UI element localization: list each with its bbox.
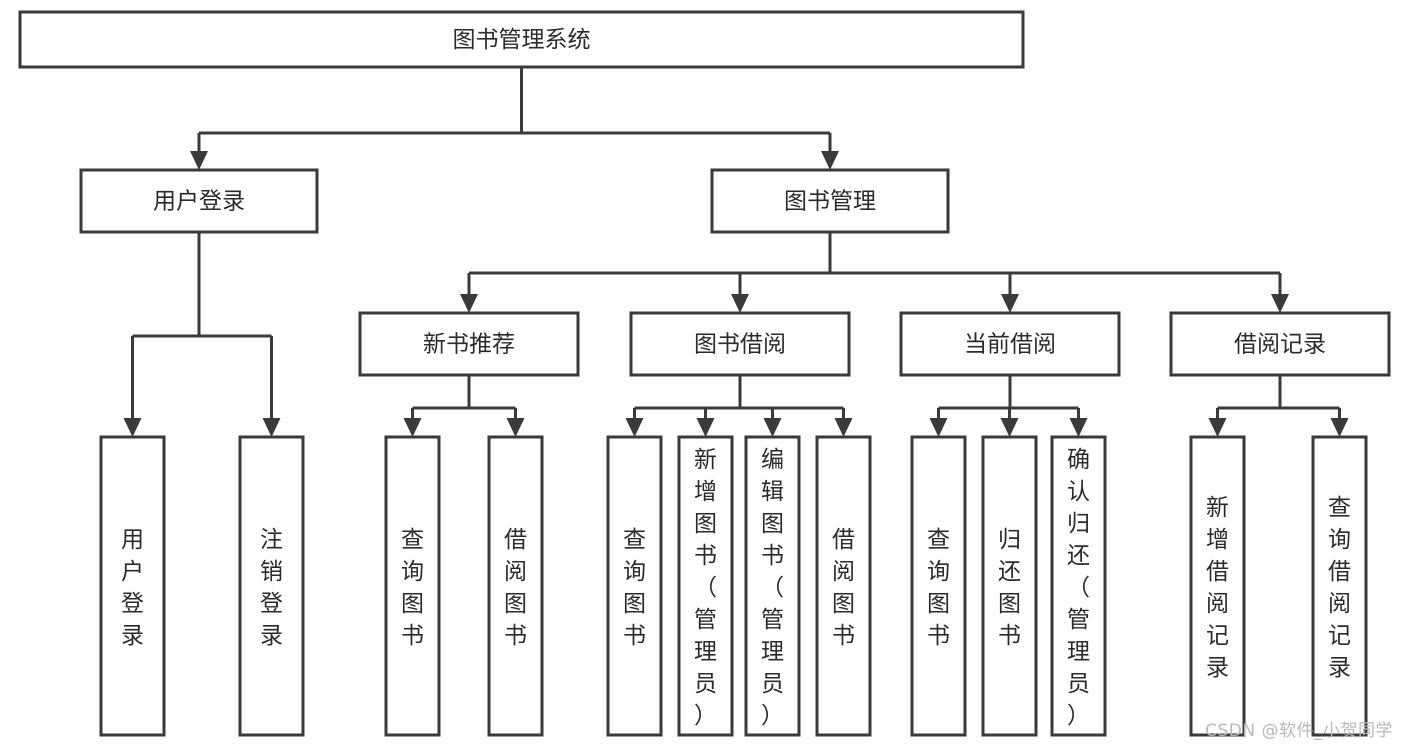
connector-conn-current-children — [929, 375, 1088, 437]
node-box-new-book-recommend — [358, 311, 580, 377]
node-leaf-query-book-2[interactable]: 查询图书 — [606, 435, 663, 737]
node-new-book-recommend[interactable]: 新书推荐 — [358, 311, 580, 377]
node-box-leaf-confirm-return — [1050, 435, 1107, 737]
node-box-leaf-add-borrow-record — [1189, 435, 1246, 737]
arrow-head-icon — [731, 294, 749, 313]
node-leaf-user-logout[interactable]: 注销登录 — [238, 435, 305, 737]
node-label-current-borrow: 当前借阅 — [964, 332, 1056, 358]
arrow-head-icon — [1208, 418, 1227, 437]
connector-conn-root-children — [190, 67, 839, 170]
node-label-leaf-user-logout: 注销登录 — [260, 527, 283, 649]
connector-conn-userlogin-children — [123, 232, 281, 437]
node-label-leaf-query-book-1: 查询图书 — [401, 527, 424, 649]
node-leaf-add-borrow-record[interactable]: 新增借阅记录 — [1189, 435, 1246, 737]
arrow-head-icon — [625, 418, 644, 437]
watermark-text: CSDN @软件_小贺同学 — [1205, 721, 1393, 741]
arrow-head-icon — [460, 294, 478, 313]
node-box-leaf-query-borrow-record — [1311, 435, 1368, 737]
node-leaf-borrow-book-2[interactable]: 借阅图书 — [815, 435, 872, 737]
arrow-head-icon — [696, 418, 715, 437]
node-leaf-add-book[interactable]: 新增图书（管理员） — [677, 435, 734, 737]
connector-conn-record-children — [1208, 375, 1349, 437]
node-box-root — [18, 10, 1025, 69]
arrow-head-icon — [262, 418, 281, 437]
node-box-leaf-add-book — [677, 435, 734, 737]
arrow-head-icon — [821, 151, 839, 170]
node-box-leaf-user-logout — [238, 435, 305, 737]
connector-conn-bookmanage-children — [460, 232, 1289, 313]
node-label-leaf-borrow-book-2: 借阅图书 — [832, 527, 855, 649]
node-label-book-manage: 图书管理 — [784, 189, 876, 215]
node-leaf-query-book-1[interactable]: 查询图书 — [384, 435, 441, 737]
node-label-user-login: 用户登录 — [153, 189, 245, 215]
arrow-head-icon — [834, 418, 853, 437]
arrow-head-icon — [1000, 418, 1019, 437]
node-label-leaf-user-login: 用户登录 — [121, 527, 144, 649]
node-box-leaf-query-book-2 — [606, 435, 663, 737]
node-leaf-query-borrow-record[interactable]: 查询借阅记录 — [1311, 435, 1368, 737]
node-label-leaf-add-borrow-record: 新增借阅记录 — [1206, 495, 1229, 681]
node-label-leaf-confirm-return: 确认归还（管理员） — [1067, 447, 1090, 729]
node-box-current-borrow — [899, 311, 1121, 377]
node-user-login[interactable]: 用户登录 — [79, 168, 319, 234]
node-layer: 图书管理系统用户登录图书管理新书推荐图书借阅当前借阅借阅记录用户登录注销登录查询… — [18, 10, 1391, 737]
node-book-borrow[interactable]: 图书借阅 — [629, 311, 851, 377]
arrow-head-icon — [403, 418, 422, 437]
node-label-leaf-borrow-book-1: 借阅图书 — [504, 527, 527, 649]
node-box-leaf-edit-book — [744, 435, 801, 737]
arrow-head-icon — [506, 418, 525, 437]
connector-conn-recommend-children — [403, 375, 525, 437]
node-leaf-user-login[interactable]: 用户登录 — [99, 435, 166, 737]
arrow-head-icon — [1330, 418, 1349, 437]
node-label-book-borrow: 图书借阅 — [694, 332, 786, 358]
node-label-borrow-record: 借阅记录 — [1234, 332, 1326, 358]
node-root[interactable]: 图书管理系统 — [18, 10, 1025, 69]
node-box-leaf-return-book — [981, 435, 1038, 737]
arrow-head-icon — [1001, 294, 1019, 313]
node-label-leaf-query-book-3: 查询图书 — [927, 527, 950, 649]
node-leaf-query-book-3[interactable]: 查询图书 — [910, 435, 967, 737]
node-box-borrow-record — [1169, 311, 1391, 377]
node-label-root: 图书管理系统 — [453, 27, 591, 53]
node-leaf-borrow-book-1[interactable]: 借阅图书 — [487, 435, 544, 737]
node-box-leaf-borrow-book-1 — [487, 435, 544, 737]
node-box-leaf-query-book-3 — [910, 435, 967, 737]
node-current-borrow[interactable]: 当前借阅 — [899, 311, 1121, 377]
node-box-book-manage — [710, 168, 950, 234]
node-box-user-login — [79, 168, 319, 234]
node-box-book-borrow — [629, 311, 851, 377]
node-box-leaf-query-book-1 — [384, 435, 441, 737]
node-label-new-book-recommend: 新书推荐 — [423, 332, 515, 358]
node-label-leaf-return-book: 归还图书 — [998, 527, 1021, 649]
connector-conn-borrow-children — [625, 375, 853, 437]
node-label-leaf-add-book: 新增图书（管理员） — [694, 447, 717, 729]
arrow-head-icon — [190, 151, 208, 170]
arrow-head-icon — [1069, 418, 1088, 437]
arrow-head-icon — [123, 418, 142, 437]
node-leaf-edit-book[interactable]: 编辑图书（管理员） — [744, 435, 801, 737]
node-borrow-record[interactable]: 借阅记录 — [1169, 311, 1391, 377]
node-leaf-confirm-return[interactable]: 确认归还（管理员） — [1050, 435, 1107, 737]
node-label-leaf-query-borrow-record: 查询借阅记录 — [1328, 495, 1351, 681]
node-label-leaf-query-book-2: 查询图书 — [623, 527, 646, 649]
connector-layer — [123, 67, 1349, 437]
node-label-leaf-edit-book: 编辑图书（管理员） — [761, 447, 784, 729]
arrow-head-icon — [1271, 294, 1289, 313]
node-leaf-return-book[interactable]: 归还图书 — [981, 435, 1038, 737]
node-box-leaf-borrow-book-2 — [815, 435, 872, 737]
node-box-leaf-user-login — [99, 435, 166, 737]
node-book-manage[interactable]: 图书管理 — [710, 168, 950, 234]
arrow-head-icon — [763, 418, 782, 437]
arrow-head-icon — [929, 418, 948, 437]
